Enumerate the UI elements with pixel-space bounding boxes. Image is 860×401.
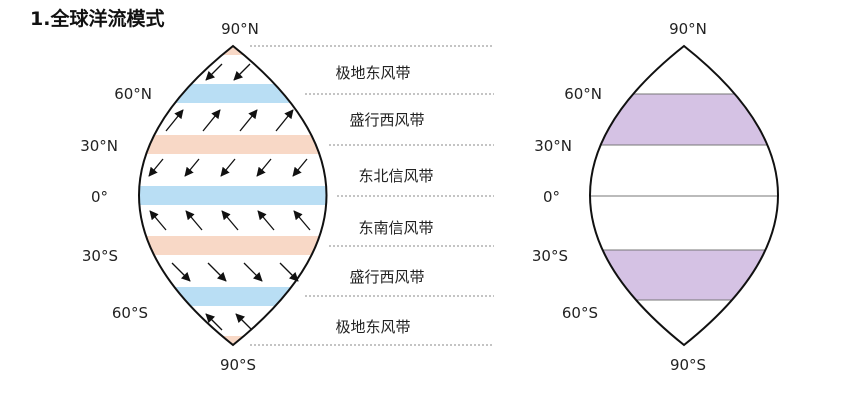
low-pressure-band-60n bbox=[139, 84, 327, 103]
low-pressure-band-eq bbox=[139, 186, 327, 205]
wind-arrow bbox=[293, 210, 311, 231]
wind-arrow bbox=[165, 109, 184, 132]
belt-label-ne-trades: 东北信风带 bbox=[358, 167, 433, 185]
right-label-90s: 90°S bbox=[670, 356, 706, 374]
belt-label-polar-easterlies-south: 极地东风带 bbox=[335, 318, 410, 336]
left-label-60s: 60°S bbox=[112, 304, 148, 322]
right-label-30s: 30°S bbox=[532, 247, 568, 265]
wind-arrow bbox=[279, 262, 299, 282]
right-globe-outline bbox=[589, 44, 779, 347]
wind-arrow bbox=[171, 262, 191, 282]
left-label-60n: 60°N bbox=[114, 85, 152, 103]
right-label-60s: 60°S bbox=[562, 304, 598, 322]
high-pressure-band-30n bbox=[139, 135, 327, 154]
high-pressure-band-90s bbox=[139, 336, 327, 345]
wind-arrow bbox=[243, 262, 263, 282]
wind-arrow bbox=[184, 158, 200, 177]
right-label-30n: 30°N bbox=[534, 137, 572, 155]
diagram-title: 1.全球洋流模式 bbox=[30, 8, 165, 30]
right-label-eq: 0° bbox=[543, 188, 560, 206]
wind-arrows bbox=[148, 63, 311, 331]
westerly-arrows-south bbox=[171, 262, 299, 282]
left-label-90s: 90°S bbox=[220, 356, 256, 374]
polar-easterly-arrows-south bbox=[205, 313, 253, 331]
wind-arrow bbox=[275, 109, 294, 132]
wind-arrow bbox=[205, 313, 223, 331]
belt-label-se-trades: 东南信风带 bbox=[358, 219, 433, 237]
wind-arrow bbox=[257, 210, 275, 231]
high-pressure-band-30s bbox=[139, 236, 327, 255]
wind-arrow bbox=[292, 158, 308, 177]
left-label-30n: 30°N bbox=[80, 137, 118, 155]
right-label-60n: 60°N bbox=[564, 85, 602, 103]
low-pressure-band-60s bbox=[139, 287, 327, 306]
right-label-90n: 90°N bbox=[669, 20, 707, 38]
wind-arrow bbox=[239, 109, 258, 132]
right-globe: 90°N 60°N 30°N 0° 30°S 60°S 90°S bbox=[532, 20, 779, 374]
ne-trade-arrows bbox=[148, 158, 308, 177]
left-label-eq: 0° bbox=[91, 188, 108, 206]
wind-arrow bbox=[185, 210, 203, 231]
belt-label-westerlies-south: 盛行西风带 bbox=[349, 268, 424, 286]
ocean-band-south bbox=[590, 250, 778, 300]
left-globe: 90°N 60°N 30°N 0° 30°S 60°S 90°S 极地东风带 盛… bbox=[80, 20, 433, 374]
left-globe-outline bbox=[138, 44, 328, 347]
wind-arrow bbox=[221, 210, 239, 231]
polar-easterly-arrows-north bbox=[205, 63, 251, 81]
wind-arrow bbox=[205, 63, 223, 81]
wind-arrow bbox=[235, 313, 253, 331]
wind-arrow bbox=[233, 63, 251, 81]
wind-arrow bbox=[148, 158, 164, 177]
belt-label-westerlies-north: 盛行西风带 bbox=[349, 111, 424, 129]
left-label-90n: 90°N bbox=[221, 20, 259, 38]
guide-lines bbox=[250, 45, 494, 346]
wind-arrow bbox=[256, 158, 272, 177]
left-label-30s: 30°S bbox=[82, 247, 118, 265]
wind-arrow bbox=[220, 158, 236, 177]
wind-arrow bbox=[202, 109, 221, 132]
belt-label-polar-easterlies-north: 极地东风带 bbox=[335, 64, 410, 82]
se-trade-arrows bbox=[149, 210, 311, 231]
high-pressure-band-90n bbox=[139, 46, 327, 55]
wind-arrow bbox=[149, 210, 167, 231]
wind-arrow bbox=[207, 262, 227, 282]
westerly-arrows-north bbox=[165, 109, 294, 132]
